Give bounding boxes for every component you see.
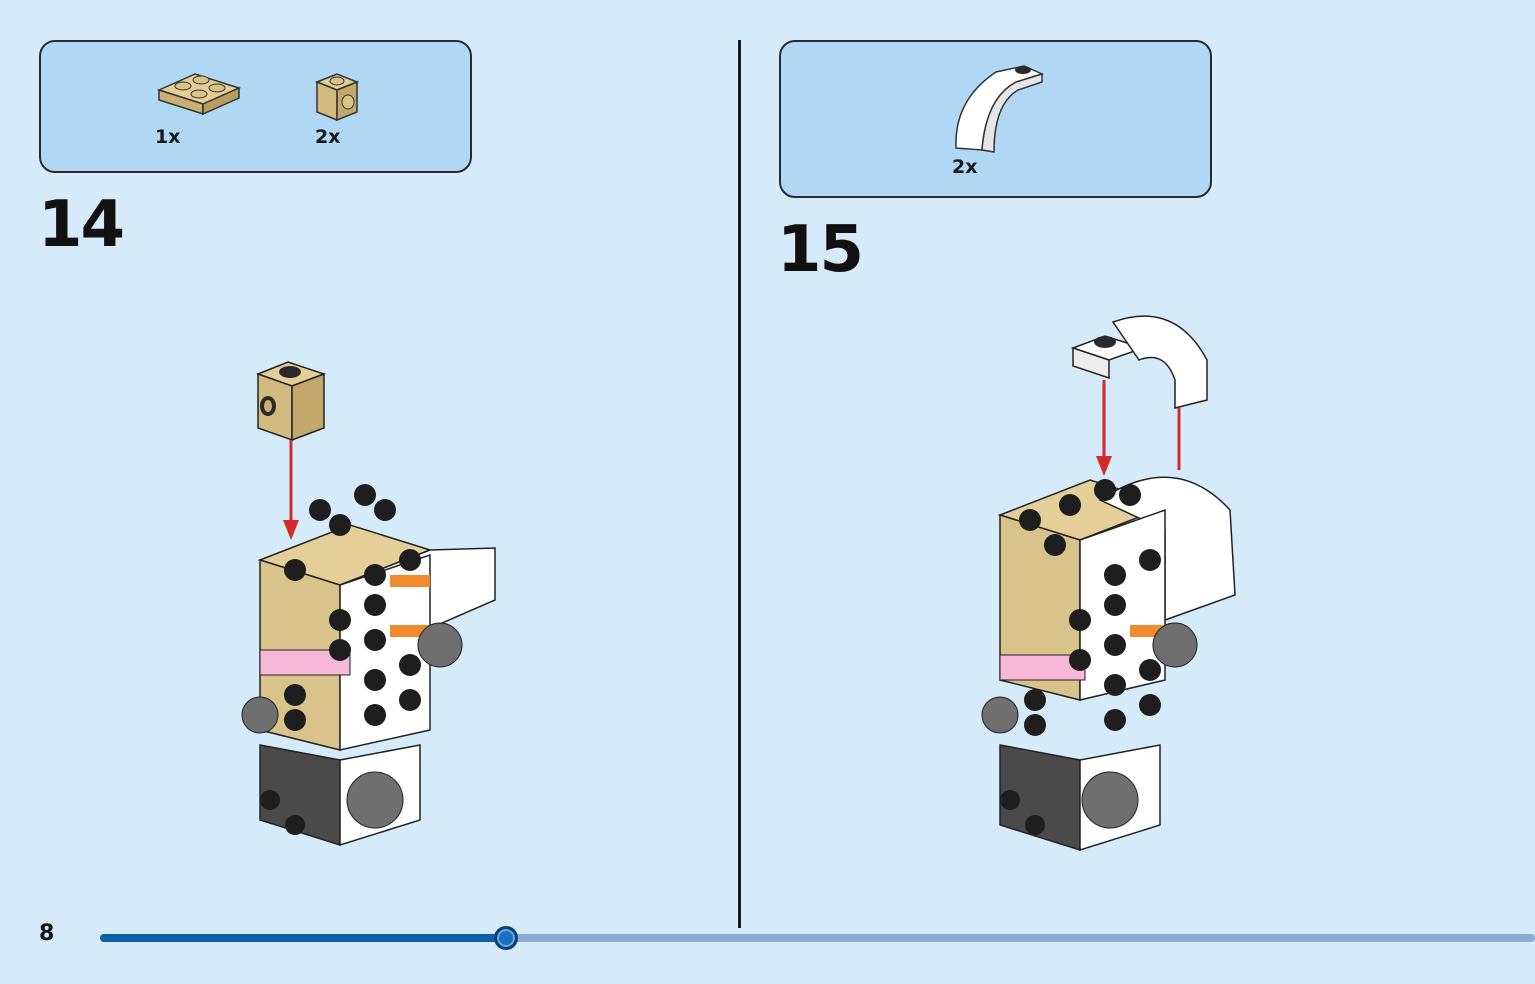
progress-fill (100, 934, 506, 942)
qty-label: 1x (155, 126, 181, 148)
qty-label: 2x (952, 156, 978, 178)
new-part-white-arch (1070, 315, 1208, 409)
step-number: 14 (38, 188, 125, 262)
tan-plate-2x2-icon (156, 73, 242, 116)
tan-brick-side-stud-icon (314, 73, 360, 122)
model-step-14 (241, 361, 496, 847)
model-step-15 (981, 315, 1236, 852)
new-part-tan-brick (255, 361, 327, 442)
page-number: 8 (39, 921, 55, 946)
qty-label: 2x (315, 126, 341, 148)
step-number: 15 (777, 213, 864, 287)
progress-knob (494, 926, 518, 950)
progress-track (100, 934, 1535, 942)
white-curved-arch-icon (955, 65, 1045, 153)
parts-list-step-15: 2x (779, 40, 1212, 198)
parts-list-step-14: 1x 2x (39, 40, 472, 173)
step-divider (738, 40, 741, 928)
